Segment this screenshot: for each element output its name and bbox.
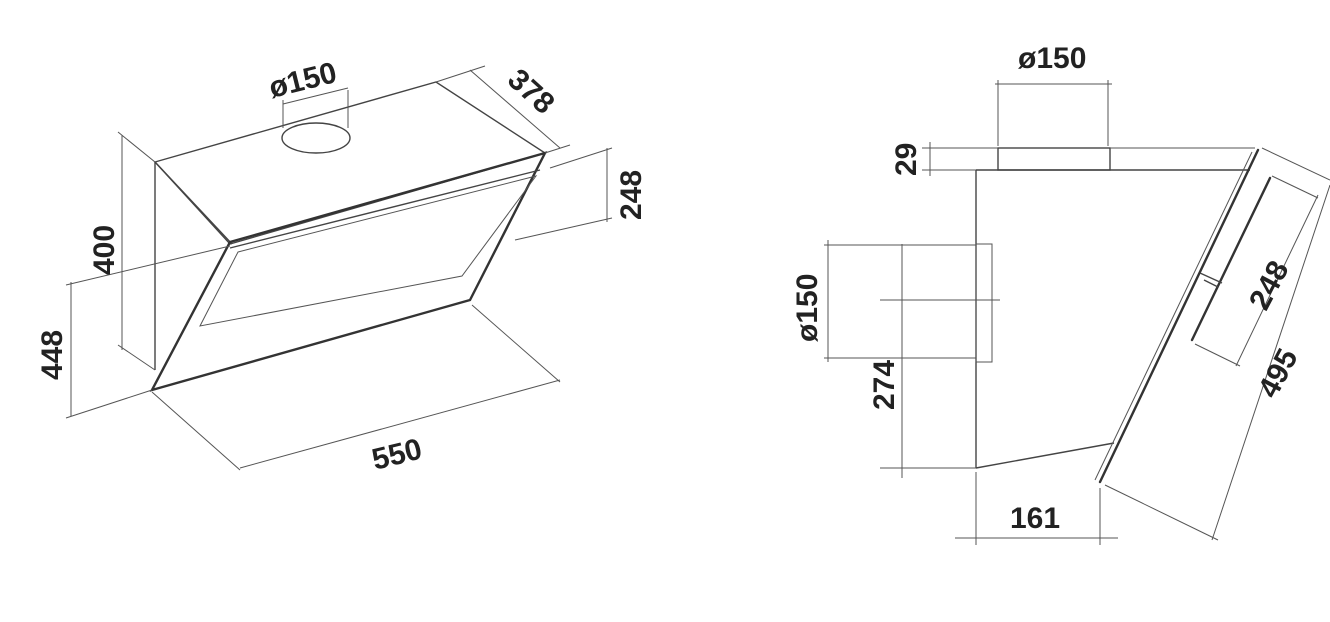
side-view: ø150 29 ø150 274 161 248 495 [791,42,1330,545]
label-bottom-depth: 161 [1010,502,1060,535]
panel-ext-2 [514,217,613,241]
label-body-height: 400 [88,225,121,275]
perspective-view: ø150 378 248 400 448 550 [36,56,648,477]
width-dim-line [239,379,561,469]
hood-top-face [153,81,547,245]
body-ext-2 [117,344,156,371]
glass-length-ext-2 [1104,484,1219,541]
width-ext-2 [471,304,561,383]
label-side-panel-height: 248 [1243,256,1296,316]
label-depth: 378 [501,63,560,121]
side-panel-dim-line [1235,194,1319,367]
side-bracket [1199,272,1223,284]
label-top-duct-diameter: ø150 [1018,42,1086,75]
depth-ext-1 [435,65,486,83]
duct-collar [281,122,351,154]
label-back-duct-diameter: ø150 [791,274,824,342]
body-ext-1 [117,131,156,163]
back-outlet [975,243,993,363]
label-back-outlet-height: 274 [868,360,901,410]
label-width: 550 [369,433,426,477]
side-panel-ext-2 [1194,343,1241,367]
hood-side-edge [154,161,233,245]
side-glass [1098,148,1260,484]
total-ext-1 [65,245,231,286]
glass-inner-frame [199,175,538,327]
side-panel-ext-1 [1271,175,1319,199]
depth-ext-2 [544,144,571,154]
duct-dim-line [282,87,349,105]
glass-length-ext-1 [1261,147,1330,181]
width-ext-1 [151,391,241,471]
side-glass-inner [1094,151,1253,481]
glass-front-edge [229,169,541,249]
panel-ext-1 [549,147,613,169]
side-bracket-2 [1203,279,1219,288]
label-total-height: 448 [36,330,69,380]
glass-panel [149,151,548,392]
side-glass-rear [1190,176,1272,342]
label-collar-height: 29 [890,143,923,176]
depth-dim-line [469,69,561,149]
label-duct-diameter: ø150 [266,56,340,105]
label-panel-height: 248 [615,170,648,220]
top-collar [997,147,1111,171]
hood-bottom [975,442,1115,469]
total-ext-2 [65,389,153,419]
glass-length-dim-line [1211,184,1330,541]
